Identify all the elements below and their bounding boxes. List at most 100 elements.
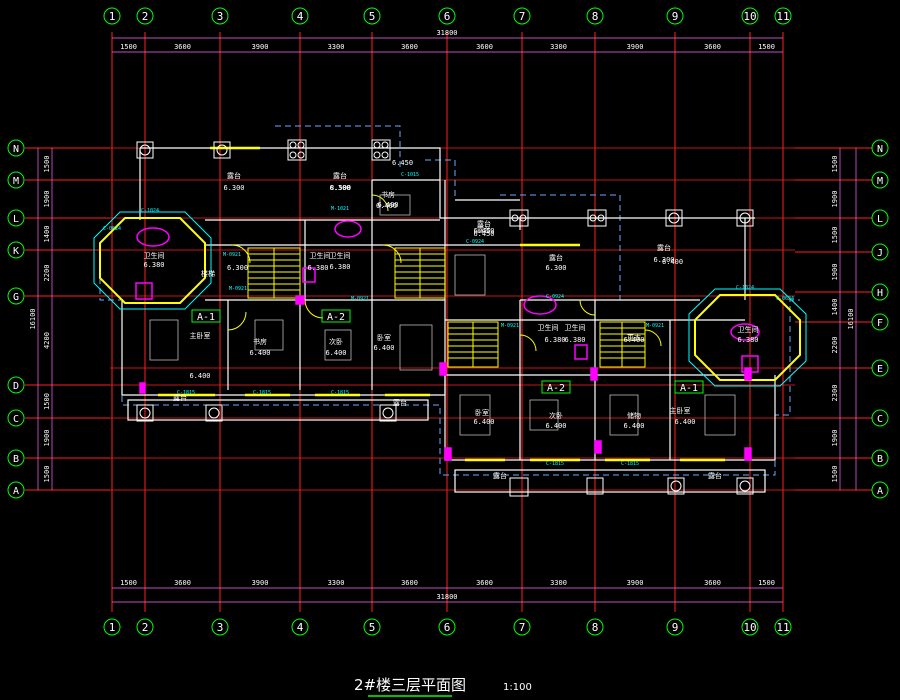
axis-bubble bbox=[7, 209, 25, 227]
wall-structure bbox=[121, 147, 776, 493]
axis-bubble bbox=[363, 618, 381, 636]
axis-bubble bbox=[871, 313, 889, 331]
room-elevation: 6.300 bbox=[329, 184, 350, 192]
axis-label: C bbox=[13, 414, 19, 425]
stair-3 bbox=[447, 321, 499, 368]
axis-label: L bbox=[877, 214, 883, 225]
room-name: 主卧室 bbox=[670, 406, 691, 415]
room-name: 露台 bbox=[477, 225, 491, 234]
axis-label: J bbox=[877, 248, 883, 259]
dimension-value: 3600 bbox=[476, 579, 493, 587]
axis-grid-lines bbox=[25, 32, 872, 612]
axis-label: F bbox=[877, 318, 883, 329]
axis-label: M bbox=[877, 176, 883, 187]
drawing-title: 2#楼三层平面图 bbox=[354, 676, 466, 694]
dimension-value: 2300 bbox=[831, 385, 839, 402]
axis-label: 10 bbox=[743, 10, 756, 23]
axis-label: C bbox=[877, 414, 883, 425]
dimension-value: 3600 bbox=[401, 43, 418, 51]
axis-bubble bbox=[774, 618, 792, 636]
room-elevation: 6.400 bbox=[373, 344, 394, 352]
axis-bubble bbox=[7, 139, 25, 157]
room-name: 楼梯 bbox=[201, 269, 215, 278]
dimension-total: 16100 bbox=[847, 308, 855, 329]
axis-bubble bbox=[7, 481, 25, 499]
axis-label: M bbox=[13, 176, 19, 187]
room-elevation: 6.380 bbox=[564, 336, 585, 344]
axis-bubble bbox=[741, 618, 759, 636]
dimension-value: 1900 bbox=[43, 191, 51, 208]
axis-bubble bbox=[513, 618, 531, 636]
axis-label: 2 bbox=[142, 10, 149, 23]
room-elevation: 6.400 bbox=[473, 418, 494, 426]
opening-code: C-1024 bbox=[736, 285, 754, 291]
bath-fixtures bbox=[135, 220, 760, 461]
room-elevation: 6.450 bbox=[473, 227, 494, 235]
axis-bubble bbox=[513, 7, 531, 25]
axis-label: N bbox=[877, 144, 883, 155]
dimension-value: 3900 bbox=[252, 579, 269, 587]
axis-bubble bbox=[363, 7, 381, 25]
axis-bubble bbox=[666, 618, 684, 636]
dimension-value: 1400 bbox=[43, 226, 51, 243]
axis-bubble bbox=[103, 7, 121, 25]
axis-label: B bbox=[877, 454, 883, 465]
opening-code: C-0624 bbox=[776, 296, 794, 302]
axis-bubble bbox=[211, 7, 229, 25]
axis-label: E bbox=[877, 364, 883, 375]
axis-bubble bbox=[7, 449, 25, 467]
room-elevation: 6.380 bbox=[307, 264, 328, 272]
axis-label: N bbox=[13, 144, 19, 155]
room-elevation: 6.400 bbox=[377, 201, 398, 209]
room-name: 主卧室 bbox=[190, 331, 211, 340]
room-elevation: 6.300 bbox=[653, 256, 674, 264]
dimension-value: 1900 bbox=[831, 191, 839, 208]
opening-code: M-0921 bbox=[646, 323, 664, 329]
axis-label: 10 bbox=[743, 621, 756, 634]
room-elevation: 6.380 bbox=[329, 263, 350, 271]
axis-bubble bbox=[871, 359, 889, 377]
room-elevation: 6.400 bbox=[325, 349, 346, 357]
floor-level: 6.300 bbox=[227, 264, 248, 272]
dimension-value: 4200 bbox=[43, 332, 51, 349]
dimension-total: 31800 bbox=[436, 593, 457, 601]
room-name: 露台 bbox=[549, 253, 563, 262]
dimension-value: 3600 bbox=[174, 43, 191, 51]
room-elevation: 6.400 bbox=[249, 349, 270, 357]
axis-bubble bbox=[741, 7, 759, 25]
axis-label: A bbox=[877, 486, 883, 497]
axis-label: 5 bbox=[369, 10, 376, 23]
axis-label: H bbox=[877, 288, 883, 299]
dimension-value: 3600 bbox=[476, 43, 493, 51]
unit-tags: A-1 A-2 A-2 A-1 bbox=[191, 309, 704, 394]
octagon-bay-left bbox=[99, 217, 206, 304]
dimension-value: 1900 bbox=[43, 430, 51, 447]
axis-bubble bbox=[7, 241, 25, 259]
axis-bubble bbox=[7, 287, 25, 305]
axis-bubble bbox=[871, 449, 889, 467]
axis-label: 11 bbox=[776, 10, 789, 23]
room-elevation: 6.300 bbox=[223, 184, 244, 192]
opening-code: M-1021 bbox=[331, 206, 349, 212]
windows bbox=[158, 146, 725, 462]
room-name: 露台 bbox=[173, 393, 187, 402]
room-name: 露台 bbox=[708, 471, 722, 480]
axis-bubble bbox=[438, 7, 456, 25]
dimension-value: 2200 bbox=[43, 265, 51, 282]
axis-bubble bbox=[291, 7, 309, 25]
dimension-value: 1500 bbox=[758, 579, 775, 587]
axis-bubble bbox=[871, 283, 889, 301]
dimension-value: 3600 bbox=[174, 579, 191, 587]
dimension-value: 3600 bbox=[704, 579, 721, 587]
room-name: 卫生间 bbox=[538, 323, 559, 332]
dimension-value: 3900 bbox=[627, 43, 644, 51]
room-name: 储物 bbox=[627, 411, 641, 420]
axis-label: 11 bbox=[776, 621, 789, 634]
axis-label: G bbox=[13, 292, 19, 303]
dimension-value: 1400 bbox=[831, 299, 839, 316]
dimension-lines bbox=[37, 37, 857, 603]
room-name: 卧室 bbox=[475, 408, 489, 417]
room-name: 露台 bbox=[493, 471, 507, 480]
opening-code: M-0921 bbox=[223, 252, 241, 258]
axis-label: 4 bbox=[297, 621, 304, 634]
